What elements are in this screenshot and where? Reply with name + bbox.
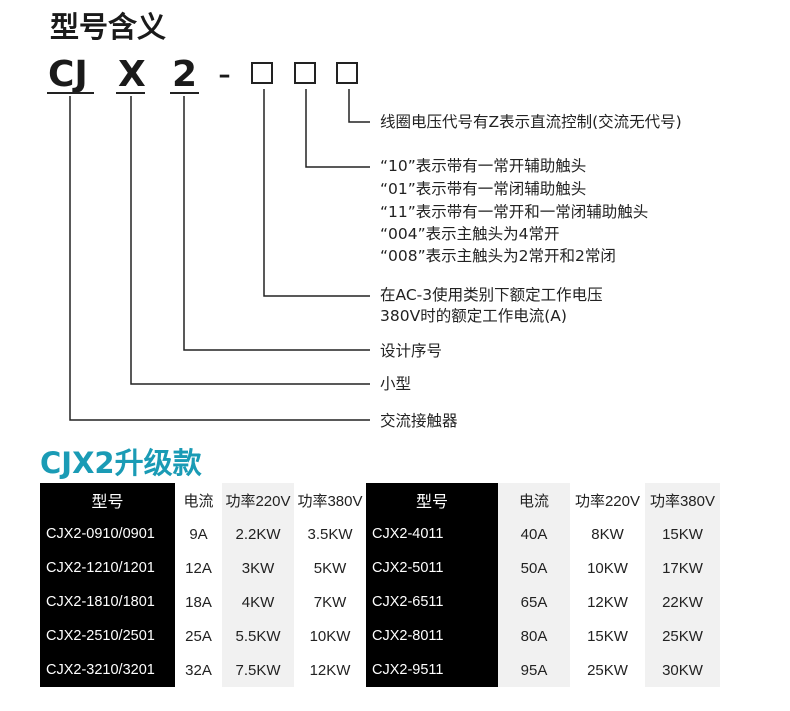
cell-power380: 22KW (645, 585, 720, 619)
cell-current: 50A (498, 551, 570, 585)
desc-aux-11: “11”表示带有一常开和一常闭辅助触头 (380, 203, 649, 221)
cell-power220: 15KW (570, 619, 645, 653)
cell-power220: 5.5KW (222, 619, 294, 653)
table-row: CJX2-2510/2501 25A 5.5KW 10KW CJX2-8011 … (40, 619, 720, 653)
desc-aux-10: “10”表示带有一常开辅助触头 (380, 157, 587, 175)
cell-power380: 7KW (294, 585, 366, 619)
cell-power220: 25KW (570, 653, 645, 687)
table-row: CJX2-1810/1801 18A 4KW 7KW CJX2-6511 65A… (40, 585, 720, 619)
header-power380-left: 功率380V (294, 483, 366, 517)
cell-model: CJX2-1210/1201 (40, 551, 175, 585)
header-current-left: 电流 (175, 483, 222, 517)
connector-lines (69, 89, 370, 421)
desc-aux-008: “008”表示主触头为2常开和2常闭 (380, 247, 616, 265)
cell-model: CJX2-0910/0901 (40, 517, 175, 551)
desc-contactor: 交流接触器 (380, 412, 458, 430)
cell-power380: 5KW (294, 551, 366, 585)
code-box-1 (251, 62, 273, 84)
cell-model: CJX2-1810/1801 (40, 585, 175, 619)
desc-small: 小型 (380, 375, 412, 393)
code-dash: - (218, 54, 231, 95)
desc-coil: 线圈电压代号有Z表示直流控制(交流无代号) (380, 113, 682, 131)
desc-current-1: 在AC-3使用类别下额定工作电压 (380, 286, 603, 304)
cell-power380: 25KW (645, 619, 720, 653)
cell-current: 95A (498, 653, 570, 687)
cell-power380: 3.5KW (294, 517, 366, 551)
cell-power220: 2.2KW (222, 517, 294, 551)
cell-power380: 10KW (294, 619, 366, 653)
cell-model: CJX2-6511 (366, 585, 498, 619)
spec-table: 型号 电流 功率220V 功率380V 型号 电流 功率220V 功率380V … (40, 483, 720, 687)
cell-power380: 30KW (645, 653, 720, 687)
code-box-3 (336, 62, 358, 84)
code-x-underline (116, 92, 145, 94)
desc-aux-004: “004”表示主触头为4常开 (380, 225, 560, 243)
cell-current: 9A (175, 517, 222, 551)
cell-current: 12A (175, 551, 222, 585)
cell-current: 40A (498, 517, 570, 551)
cell-power220: 8KW (570, 517, 645, 551)
cell-power380: 17KW (645, 551, 720, 585)
cell-power220: 10KW (570, 551, 645, 585)
cell-current: 25A (175, 619, 222, 653)
header-power380-right: 功率380V (645, 483, 720, 517)
desc-current-2: 380V时的额定工作电流(A) (380, 307, 567, 325)
header-power220-left: 功率220V (222, 483, 294, 517)
cell-current: 80A (498, 619, 570, 653)
desc-aux-01: “01”表示带有一常闭辅助触头 (380, 180, 587, 198)
code-cj: CJ (48, 54, 88, 95)
table-row: CJX2-3210/3201 32A 7.5KW 12KW CJX2-9511 … (40, 653, 720, 687)
cell-power380: 15KW (645, 517, 720, 551)
code-2-underline (170, 92, 199, 94)
connector-small (130, 96, 370, 385)
connector-contactor (69, 96, 370, 421)
code-box-2 (294, 62, 316, 84)
header-current-right: 电流 (498, 483, 570, 517)
upgrade-title: CJX2升级款 (40, 446, 202, 480)
connector-current (263, 89, 370, 297)
cell-power220: 3KW (222, 551, 294, 585)
cell-current: 18A (175, 585, 222, 619)
table-row: CJX2-1210/1201 12A 3KW 5KW CJX2-5011 50A… (40, 551, 720, 585)
connector-coil (348, 89, 370, 123)
cell-current: 65A (498, 585, 570, 619)
desc-design: 设计序号 (380, 342, 443, 360)
cell-model: CJX2-9511 (366, 653, 498, 687)
header-power220-right: 功率220V (570, 483, 645, 517)
table-row: CJX2-0910/0901 9A 2.2KW 3.5KW CJX2-4011 … (40, 517, 720, 551)
cell-model: CJX2-8011 (366, 619, 498, 653)
header-model-left: 型号 (40, 483, 175, 517)
cell-power220: 4KW (222, 585, 294, 619)
code-cj-underline (47, 92, 94, 94)
header-model-right: 型号 (366, 483, 498, 517)
cell-model: CJX2-4011 (366, 517, 498, 551)
cell-model: CJX2-5011 (366, 551, 498, 585)
code-2: 2 (172, 54, 198, 95)
table-header-row: 型号 电流 功率220V 功率380V 型号 电流 功率220V 功率380V (40, 483, 720, 517)
page-title: 型号含义 (50, 10, 167, 44)
connector-design (183, 96, 370, 351)
cell-power220: 12KW (570, 585, 645, 619)
cell-current: 32A (175, 653, 222, 687)
connector-aux (305, 89, 370, 168)
cell-model: CJX2-3210/3201 (40, 653, 175, 687)
cell-power220: 7.5KW (222, 653, 294, 687)
code-x: X (118, 54, 146, 95)
cell-power380: 12KW (294, 653, 366, 687)
cell-model: CJX2-2510/2501 (40, 619, 175, 653)
